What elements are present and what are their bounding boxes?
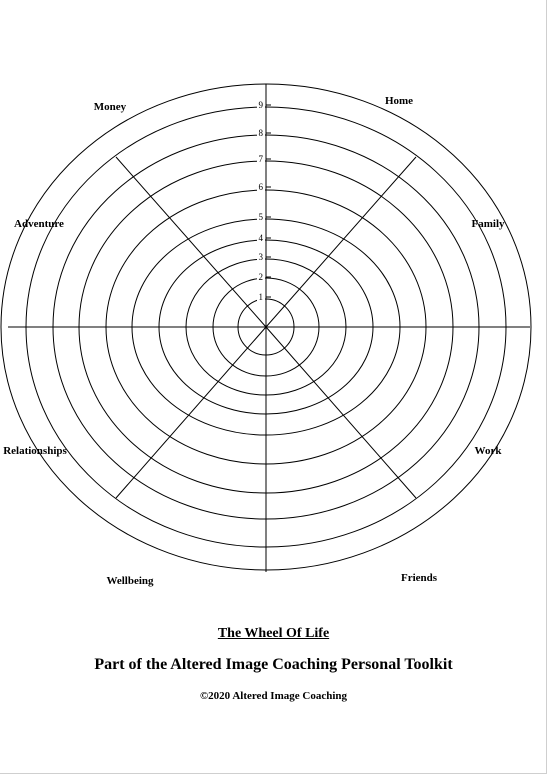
scale-tick-bg [257, 154, 265, 164]
segment-label-relationships: Relationships [3, 445, 67, 457]
segment-label-friends: Friends [401, 572, 438, 584]
segment-labels: Home Family Work Friends Wellbeing Relat… [3, 95, 505, 587]
scale-ticks: 1 2 3 4 5 6 7 8 9 [257, 100, 271, 302]
segment-label-wellbeing: Wellbeing [106, 575, 154, 587]
scale-tick-bg [257, 212, 265, 222]
scale-tick-bg [257, 272, 265, 282]
segment-label-money: Money [94, 101, 127, 113]
scale-tick-label: 2 [259, 272, 264, 282]
segment-label-adventure: Adventure [14, 218, 64, 230]
copyright-notice: ©2020 Altered Image Coaching [199, 690, 348, 702]
scale-tick-bg [257, 292, 265, 302]
page-title: The Wheel Of Life [217, 626, 330, 641]
wheel-of-life-diagram: 1 2 3 4 5 6 7 8 9 Home Family Work Friends Wellb… [0, 83, 532, 587]
scale-tick-bg [257, 182, 265, 192]
spoke-diagonal [115, 156, 267, 328]
scale-tick-label: 7 [259, 154, 264, 164]
scale-tick-label: 3 [259, 252, 264, 262]
scale-tick-label: 9 [259, 100, 264, 110]
scale-tick-bg [257, 128, 265, 138]
scale-tick-label: 4 [259, 233, 264, 243]
spokes [8, 84, 530, 572]
scale-tick-label: 1 [259, 292, 264, 302]
scale-tick-bg [257, 233, 265, 243]
spoke-diagonal [265, 156, 417, 328]
scale-tick-bg [257, 100, 265, 110]
spoke-diagonal [115, 326, 267, 499]
page-subtitle: Part of the Altered Image Coaching Perso… [94, 656, 453, 673]
scale-tick-bg [257, 252, 265, 262]
scale-tick-label: 5 [259, 212, 264, 222]
segment-label-family: Family [472, 218, 505, 230]
scale-tick-label: 6 [259, 182, 264, 192]
segment-label-home: Home [385, 95, 413, 107]
scale-tick-label: 8 [259, 128, 264, 138]
spoke-diagonal [265, 326, 417, 499]
segment-label-work: Work [475, 445, 503, 457]
